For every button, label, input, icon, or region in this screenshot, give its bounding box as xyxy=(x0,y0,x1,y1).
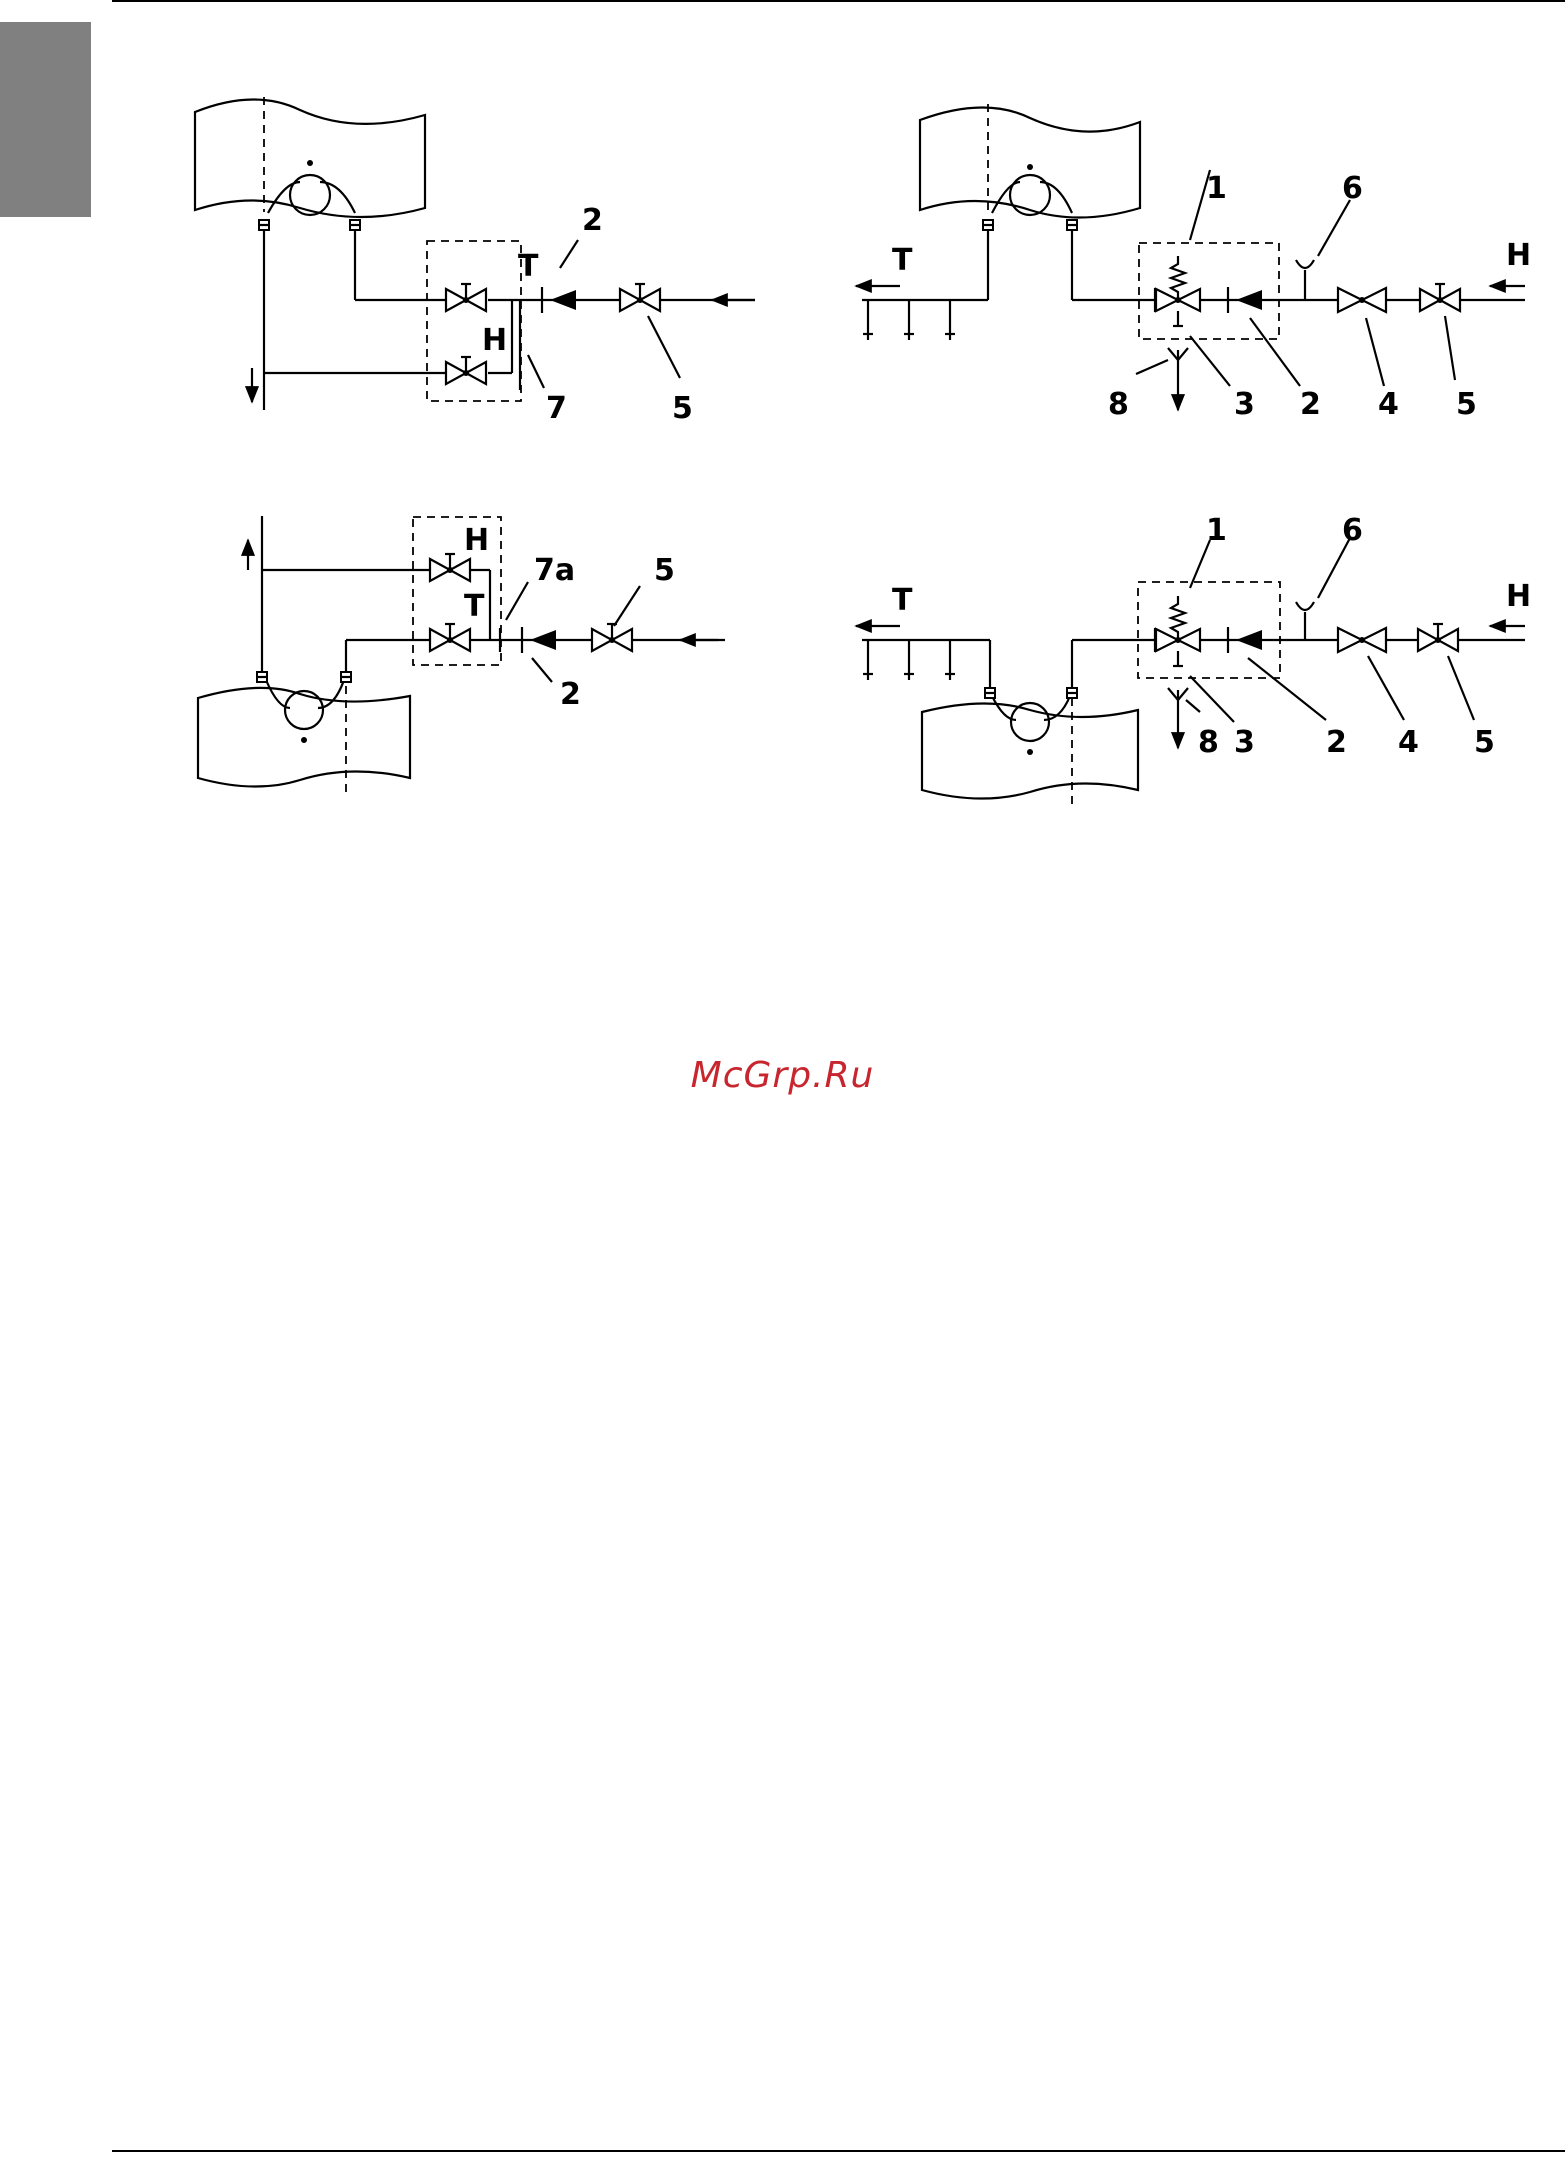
label-hot: T xyxy=(892,243,913,278)
label-1: 1 xyxy=(1206,171,1227,206)
diagram-b: T H 1 6 8 3 2 4 5 xyxy=(856,104,1531,422)
label-2: 2 xyxy=(1300,387,1321,422)
label-7: 7 xyxy=(546,391,567,426)
label-5: 5 xyxy=(672,391,693,426)
label-4: 4 xyxy=(1398,725,1419,760)
label-5: 5 xyxy=(654,553,675,588)
label-1: 1 xyxy=(1206,513,1227,548)
diagram-c: H T 7a 5 2 xyxy=(198,516,725,794)
label-2: 2 xyxy=(560,677,581,712)
label-hot: T xyxy=(892,583,913,618)
label-cold: H xyxy=(1506,238,1531,273)
label-8: 8 xyxy=(1108,387,1129,422)
label-7a: 7a xyxy=(534,553,575,588)
label-hot: T xyxy=(518,249,539,284)
label-cold: H xyxy=(482,323,507,358)
diagram-a: T H 2 7 5 xyxy=(195,97,755,426)
label-5: 5 xyxy=(1474,725,1495,760)
label-4: 4 xyxy=(1378,387,1399,422)
label-3: 3 xyxy=(1234,387,1255,422)
label-6: 6 xyxy=(1342,513,1363,548)
label-hot: T xyxy=(464,589,485,624)
label-5: 5 xyxy=(1456,387,1477,422)
diagram-d: T H 1 6 8 3 2 4 5 xyxy=(856,513,1531,808)
label-cold: H xyxy=(1506,579,1531,614)
label-cold: H xyxy=(464,523,489,558)
label-3: 3 xyxy=(1234,725,1255,760)
watermark: McGrp.Ru xyxy=(0,1055,1565,1096)
label-8: 8 xyxy=(1198,725,1219,760)
label-2: 2 xyxy=(582,203,603,238)
label-6: 6 xyxy=(1342,171,1363,206)
label-2: 2 xyxy=(1326,725,1347,760)
